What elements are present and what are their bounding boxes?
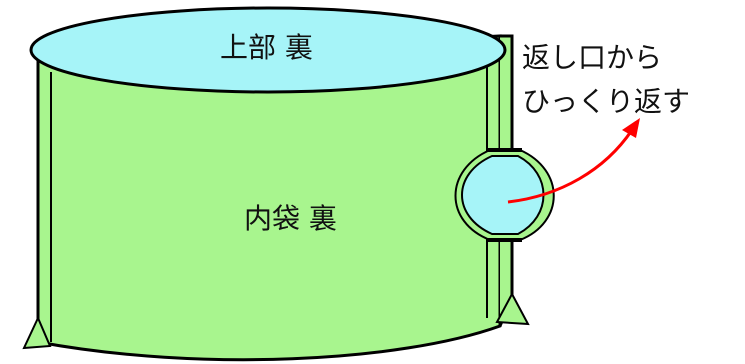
top-opening-ellipse [29, 6, 507, 94]
turn-instruction-label: 返し口から ひっくり返す [522, 36, 690, 124]
turn-instruction-line1: 返し口から [522, 41, 663, 74]
turning-opening-inner [461, 155, 545, 235]
top-lining-label: 上部 裏 [220, 31, 313, 64]
left-foot-triangle [22, 315, 52, 350]
turn-arrow-head [622, 118, 640, 138]
bag-body [36, 34, 502, 362]
turn-instruction-line2: ひっくり返す [522, 85, 691, 118]
right-foot-triangle [495, 291, 530, 326]
turn-arrow-line [507, 129, 634, 204]
inner-bag-lining-label: 内袋 裏 [244, 202, 337, 235]
